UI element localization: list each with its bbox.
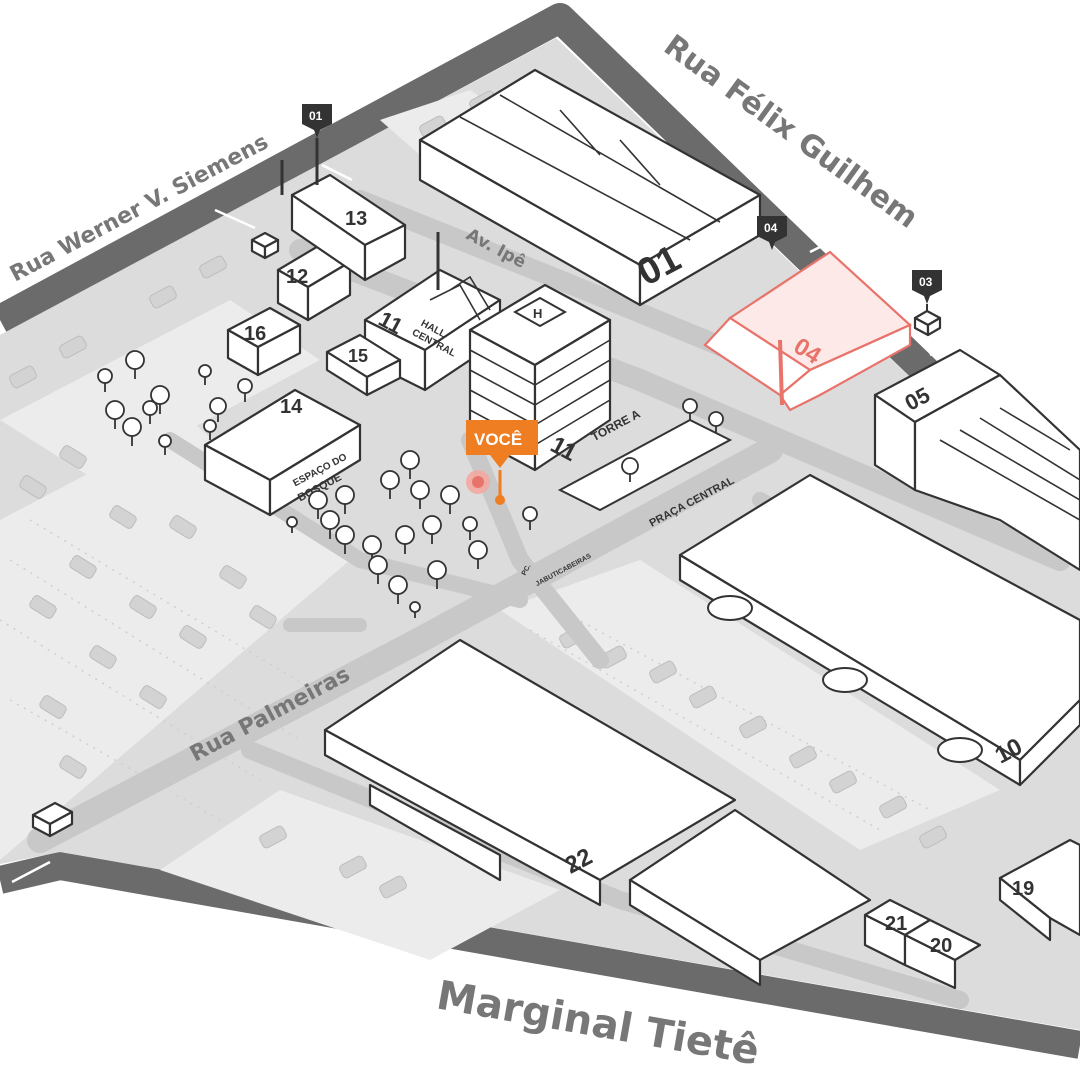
building-15-label: 15 — [348, 346, 368, 366]
building-16-label: 16 — [244, 323, 266, 345]
gate-03-label: 03 — [919, 275, 933, 289]
building-19[interactable]: 19 — [998, 838, 1080, 942]
building-16[interactable]: 16 — [226, 306, 302, 377]
gate-04-label: 04 — [764, 221, 778, 235]
guard-house-west — [250, 231, 280, 260]
you-are-here-marker[interactable]: VOCÊ — [466, 420, 538, 505]
building-19-label: 19 — [1012, 878, 1034, 900]
entry-arrows — [11, 163, 971, 884]
building-13-label: 13 — [345, 208, 367, 230]
building-22[interactable]: 22 — [323, 638, 872, 987]
gate-04[interactable]: 04 — [757, 216, 787, 250]
building-14-label: 14 — [280, 396, 303, 418]
trees — [97, 350, 724, 618]
building-21-label: 21 — [885, 913, 907, 935]
helipad-label: H — [533, 306, 542, 321]
building-15[interactable]: 15 — [325, 333, 402, 397]
gate-01-label: 01 — [309, 109, 323, 123]
guard-house-southwest — [31, 801, 74, 838]
pc-label: PC. — [521, 563, 533, 577]
you-are-here-label: VOCÊ — [474, 430, 522, 449]
building-21[interactable]: 21 — [863, 898, 932, 967]
building-20[interactable]: 20 — [903, 918, 982, 990]
building-20-label: 20 — [930, 935, 952, 957]
building-14[interactable]: 14 ESPAÇO DO BOSQUE — [203, 388, 362, 517]
building-05[interactable]: 05 — [873, 348, 1080, 572]
guard-house-east — [913, 309, 942, 337]
building-01[interactable]: 01 — [418, 68, 762, 307]
building-04[interactable]: 04 — [703, 250, 912, 412]
building-12-label: 12 — [286, 266, 308, 288]
building-10[interactable]: 10 — [678, 473, 1080, 787]
gate-01[interactable]: 01 — [302, 104, 332, 185]
